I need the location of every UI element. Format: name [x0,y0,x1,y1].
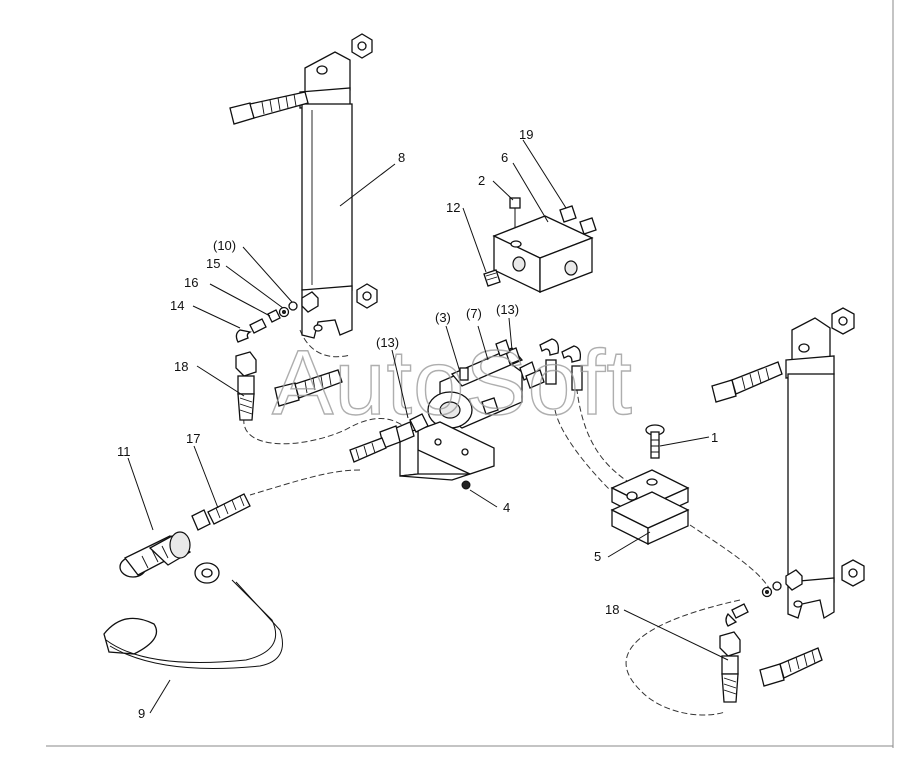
hose-end-right [719,631,741,703]
bolt-right-bottom [759,647,823,687]
callout-labels: 8 19 6 2 12 (10) 15 16 14 18 (3) (7) (13… [117,127,718,721]
hose-fitting-center [349,413,429,463]
callout-18-right: 18 [605,602,619,617]
fitting-set-right [725,569,803,627]
callout-12: 12 [446,200,460,215]
nut-left-bottom [356,283,378,309]
dust-cap-strap [103,562,283,669]
callout-4: 4 [503,500,510,515]
hydraulic-cylinder-right [785,317,835,620]
nut-left-top [351,33,373,59]
callout-19: 19 [519,127,533,142]
hose-end-17 [191,493,251,531]
elbow-fittings-right [519,338,583,391]
callout-15: 15 [206,256,220,271]
valve-block [492,215,594,294]
callout-6: 6 [501,150,508,165]
nut-4 [461,480,471,490]
hose-end-left [235,351,257,421]
callout-11: 11 [117,444,131,459]
callout-17: 17 [186,431,200,446]
fitting-19 [559,205,597,235]
bolt-left-bottom [274,369,343,407]
callout-14: 14 [170,298,184,313]
callout-5: 5 [594,549,601,564]
callout-3: (3) [435,310,451,325]
callout-leaders [127,139,729,714]
hydraulic-cylinder-left [299,51,353,339]
callout-2: 2 [478,173,485,188]
callout-8: 8 [398,150,405,165]
watermark-text: AutoSoft [272,332,633,434]
bolt-right-top [711,361,783,403]
callout-18-left: 18 [174,359,188,374]
callout-16: 16 [184,275,198,290]
nut-right-top [831,307,855,335]
callout-13-right: (13) [496,302,519,317]
bolt-1 [645,424,665,459]
bolt-2 [509,197,521,228]
central-valve [427,339,524,429]
callout-13-left: (13) [376,335,399,350]
callout-1: 1 [711,430,718,445]
bolt-left-top [229,91,309,125]
fitting-12 [483,269,501,287]
quick-coupler [119,531,192,578]
callout-10: (10) [213,238,236,253]
callout-7: (7) [466,306,482,321]
nut-right-bottom [841,559,865,587]
clamp-block [610,469,690,546]
callout-9: 9 [138,706,145,721]
fitting-set-left [235,291,319,343]
